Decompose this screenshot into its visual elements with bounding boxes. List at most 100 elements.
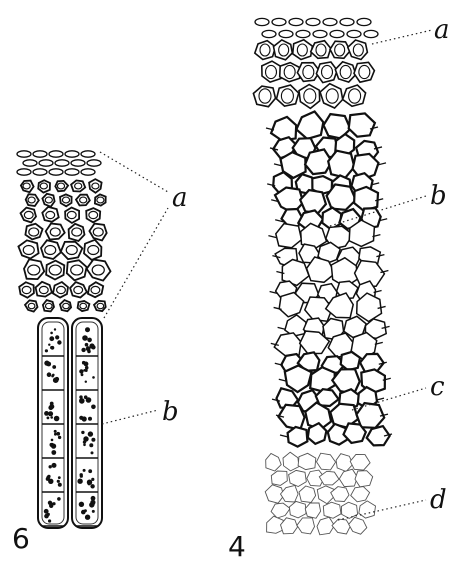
cell-granule [47,372,52,377]
cell-granule [50,332,53,335]
figure-6-leader-a-lower [104,208,168,318]
thin-walled-cell [350,455,370,471]
cell-granule [58,483,62,487]
figure-4-lower-thin-cells [265,452,375,535]
thin-walled-cell [339,469,357,486]
cell-granule [79,502,84,507]
cell-granule [88,431,93,436]
cell-granule [45,349,48,352]
thin-walled-cell [271,471,287,485]
thin-walled-cell [298,453,316,469]
parenchyma-cell [25,300,38,311]
cell-granule [82,335,88,341]
parenchyma-cell [36,282,52,297]
cell-granule [88,417,92,421]
thin-walled-cell [283,452,299,471]
thin-walled-cell [281,485,299,502]
cell-granule [80,475,83,478]
cell-granule [57,480,60,483]
cell-granule [83,369,86,372]
thin-walled-cell [319,471,339,485]
cortex-cell [327,184,356,210]
figure-6-number: 6 [12,522,30,555]
cell-granule [83,440,86,443]
figure-6-parenchyma-cells [18,179,110,312]
parenchyma-cell [25,224,42,240]
cortex-cell [285,315,306,336]
epidermis-cell [364,30,378,37]
epidermis-cell [87,160,101,166]
parenchyma-cell [67,260,87,280]
cell-granule [85,515,90,520]
cell-granule [91,438,95,442]
cell-granule [46,362,49,365]
cell-granule [54,328,56,330]
cortex-cell [285,366,312,393]
cell-granule [89,443,93,447]
cell-granule [50,346,53,349]
thin-walled-cell [323,502,341,518]
cell-granule [56,432,60,436]
cell-granule [58,436,61,439]
collenchyma-cell [348,40,368,60]
epidermis-cell [81,169,95,175]
cell-granule [84,362,89,367]
cell-granule [81,348,85,352]
cell-granule [47,475,50,478]
figure-4-cortex-cells [266,112,392,447]
cell-granule [88,469,92,473]
cell-granule [51,375,54,378]
cell-granule [85,381,87,383]
collenchyma-cell [299,85,320,109]
cell-wall-stub [278,327,286,329]
cell-granule [83,444,86,447]
cell-granule [51,450,56,455]
thin-walled-cell [297,518,315,534]
epidermis-cell [65,151,79,157]
thin-walled-cell [317,517,334,535]
figure-4-leader-a [372,30,432,44]
parenchyma-cell [46,224,65,240]
cell-granule [47,417,50,420]
cortex-cell [296,112,323,139]
epidermis-cell [357,18,371,25]
cell-granule [50,416,53,419]
cell-granule [85,343,89,347]
thin-walled-cell [266,454,282,472]
epidermis-cell [289,18,303,25]
figure-4: a b c d 4 [228,15,450,561]
epidermis-cell [49,169,63,175]
cell-granule [83,469,86,472]
figure-4-label-b: b [430,181,447,211]
cell-granule [91,405,96,410]
figure-6-label-b: b [162,397,179,427]
cell-granule [53,377,59,383]
cell-granule [82,416,87,421]
cell-granule [79,369,83,373]
thin-walled-cell [299,486,316,503]
cell-granule [48,344,50,346]
cell-granule [49,404,54,409]
cell-granule [85,366,89,370]
parenchyma-cell [18,240,38,258]
parenchyma-cell [89,179,102,193]
epidermis-cell [17,151,31,157]
figure-4-epidermis-cells [253,18,378,108]
figure-6-elongated-cell-files [38,318,102,528]
cell-granule [87,350,91,354]
figure-4-label-a: a [434,15,450,45]
epidermis-cell [272,18,286,25]
collenchyma-cell [274,40,293,60]
epidermis-cell [55,160,69,166]
figure-6-leader-a-upper [100,152,168,192]
cortex-cell [328,151,354,178]
parenchyma-cell [87,260,111,281]
cell-granule [52,463,57,468]
figure-6-leader-b [102,410,158,424]
cell-granule [89,343,94,348]
cell-granule [57,340,61,344]
thin-walled-cell [289,470,307,486]
epidermis-cell [33,169,47,175]
